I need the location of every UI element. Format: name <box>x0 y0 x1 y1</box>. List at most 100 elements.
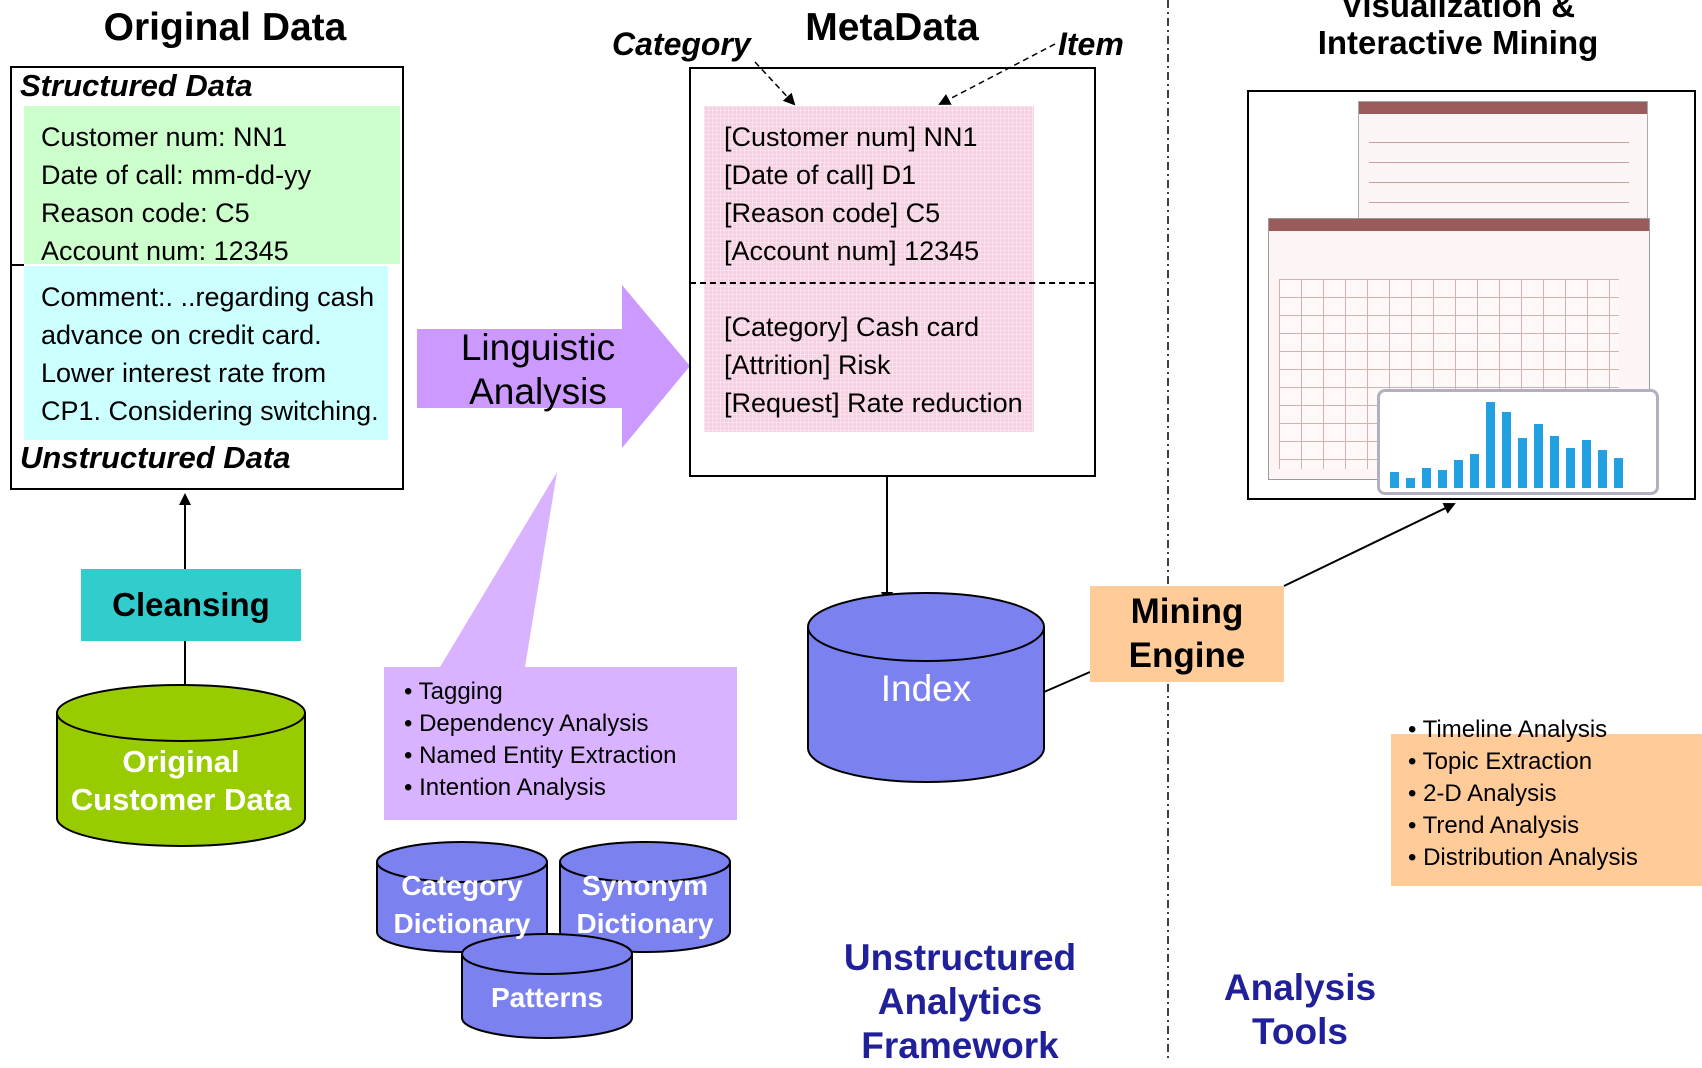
engine-line: Engine <box>1128 636 1246 675</box>
metadata-line: [Attrition] Risk <box>724 350 891 380</box>
metadata-bottom-lines: [Category] Cash card [Attrition] Risk [R… <box>724 308 1023 422</box>
list-item: • Dependency Analysis <box>404 710 649 737</box>
dict-label-line: Dictionary <box>393 908 531 939</box>
structured-line: Account num: 12345 <box>41 236 289 266</box>
bar <box>1486 402 1495 488</box>
linguistic-task-list: • Tagging • Dependency Analysis • Named … <box>404 676 677 804</box>
metadata-divider <box>690 282 1095 284</box>
linguistic-analysis-label: Linguistic Analysis <box>440 326 636 414</box>
bar <box>1422 468 1431 488</box>
linguistic-line: Analysis <box>469 371 607 412</box>
framework-line: Analytics <box>877 981 1043 1022</box>
unstructured-data-label: Unstructured Data <box>20 440 291 475</box>
bar <box>1438 470 1447 488</box>
category-dictionary-cylinder <box>376 841 548 953</box>
item-callout-label: Item <box>1058 26 1124 62</box>
bar <box>1502 412 1511 488</box>
list-item: • Trend Analysis <box>1408 812 1580 839</box>
bar <box>1582 440 1591 488</box>
db-label-line: Customer Data <box>70 782 292 817</box>
original-customer-db-cylinder <box>56 684 306 847</box>
dict-label-line: Synonym <box>581 870 709 901</box>
structured-data-label: Structured Data <box>20 68 253 103</box>
framework-line: Framework <box>861 1025 1059 1066</box>
screenshot-row <box>1369 182 1629 183</box>
bar <box>1454 460 1463 488</box>
list-item: • Named Entity Extraction <box>404 742 677 769</box>
screenshot-tabbar <box>1269 219 1649 231</box>
mining-task-list: • Timeline Analysis • Topic Extraction •… <box>1408 714 1638 874</box>
metadata-title: MetaData <box>805 6 979 49</box>
index-label: Index <box>880 668 972 709</box>
bar <box>1470 454 1479 488</box>
framework-label: Unstructured Analytics Framework <box>810 936 1110 1068</box>
item-callout-arrow <box>938 43 1056 105</box>
linguistic-analysis-arrow <box>417 285 690 448</box>
unstructured-data-panel: Comment:. ..regarding cash advance on cr… <box>24 266 388 440</box>
metadata-top-lines: [Customer num] NN1 [Date of call] D1 [Re… <box>724 118 979 270</box>
analysis-tools-label: Analysis Tools <box>1190 966 1410 1054</box>
screenshot-row <box>1369 162 1629 163</box>
unstructured-line: advance on credit card. <box>41 320 322 350</box>
list-item: • Timeline Analysis <box>1408 716 1608 743</box>
index-cylinder <box>807 592 1045 783</box>
linguistic-line: Linguistic <box>460 327 616 368</box>
category-callout-label: Category <box>612 26 751 62</box>
patterns-label: Patterns <box>490 982 604 1013</box>
metadata-line: [Category] Cash card <box>724 312 980 342</box>
engine-line: Mining <box>1130 592 1244 631</box>
unstructured-line: Comment:. ..regarding cash <box>41 282 375 312</box>
metadata-line: [Request] Rate reduction <box>724 388 1023 418</box>
original-customer-db-label: Original Customer Data <box>57 743 305 819</box>
structured-data-panel: Customer num: NN1 Date of call: mm-dd-yy… <box>24 106 400 266</box>
bar-chart-thumbnail <box>1377 389 1659 495</box>
bar <box>1614 458 1623 488</box>
structured-divider <box>10 264 24 266</box>
synonym-dictionary-cylinder <box>559 841 731 953</box>
mining-engine-box: Mining Engine <box>1090 586 1284 682</box>
visualization-title: Visualization & Interactive Mining <box>1248 0 1668 62</box>
visualization-line: Visualization & <box>1340 0 1576 24</box>
bar <box>1550 436 1559 488</box>
metadata-line: [Account num] 12345 <box>724 236 980 266</box>
analysis-tools-line: Tools <box>1252 1011 1348 1052</box>
screenshot-row <box>1369 202 1629 203</box>
dict-label-line: Category <box>401 870 523 901</box>
cleansing-box: Cleansing <box>81 569 301 641</box>
list-item: • 2-D Analysis <box>1408 780 1557 807</box>
unstructured-line: CP1. Considering switching. <box>41 396 379 426</box>
list-item: • Topic Extraction <box>1408 748 1593 775</box>
linguistic-callout <box>384 472 737 820</box>
metadata-line: [Reason code] C5 <box>724 198 941 228</box>
metadata-line: [Date of call] D1 <box>724 160 917 190</box>
screenshot-tabbar <box>1359 102 1647 114</box>
dict-label-line: Dictionary <box>576 908 714 939</box>
visualization-line: Interactive Mining <box>1317 23 1599 61</box>
connector-index-to-engine <box>1043 671 1091 693</box>
db-label-line: Original <box>122 744 240 779</box>
original-data-box <box>10 66 404 490</box>
analysis-tools-line: Analysis <box>1223 967 1377 1008</box>
bar <box>1566 448 1575 488</box>
bar <box>1598 450 1607 488</box>
list-item: • Intention Analysis <box>404 774 606 801</box>
original-data-title: Original Data <box>103 6 347 49</box>
bar-chart-svg <box>1390 402 1623 488</box>
bar <box>1518 438 1527 488</box>
category-dictionary-label: Category Dictionary <box>377 867 547 943</box>
structured-line: Reason code: C5 <box>41 198 250 228</box>
metadata-pink-panel <box>704 106 1034 432</box>
synonym-dictionary-label: Synonym Dictionary <box>560 867 730 943</box>
list-item: • Distribution Analysis <box>1408 844 1638 871</box>
bar <box>1390 472 1399 488</box>
metadata-line: [Customer num] NN1 <box>724 122 978 152</box>
framework-line: Unstructured <box>843 937 1077 978</box>
structured-line: Customer num: NN1 <box>41 122 288 152</box>
arrow-engine-to-visualization <box>1283 502 1456 587</box>
list-item: • Tagging <box>404 678 503 705</box>
screenshot-row <box>1369 142 1629 143</box>
mining-callout <box>1289 706 1702 886</box>
patterns-cylinder <box>461 933 633 1039</box>
bar <box>1406 478 1415 488</box>
unstructured-line: Lower interest rate from <box>41 358 327 388</box>
